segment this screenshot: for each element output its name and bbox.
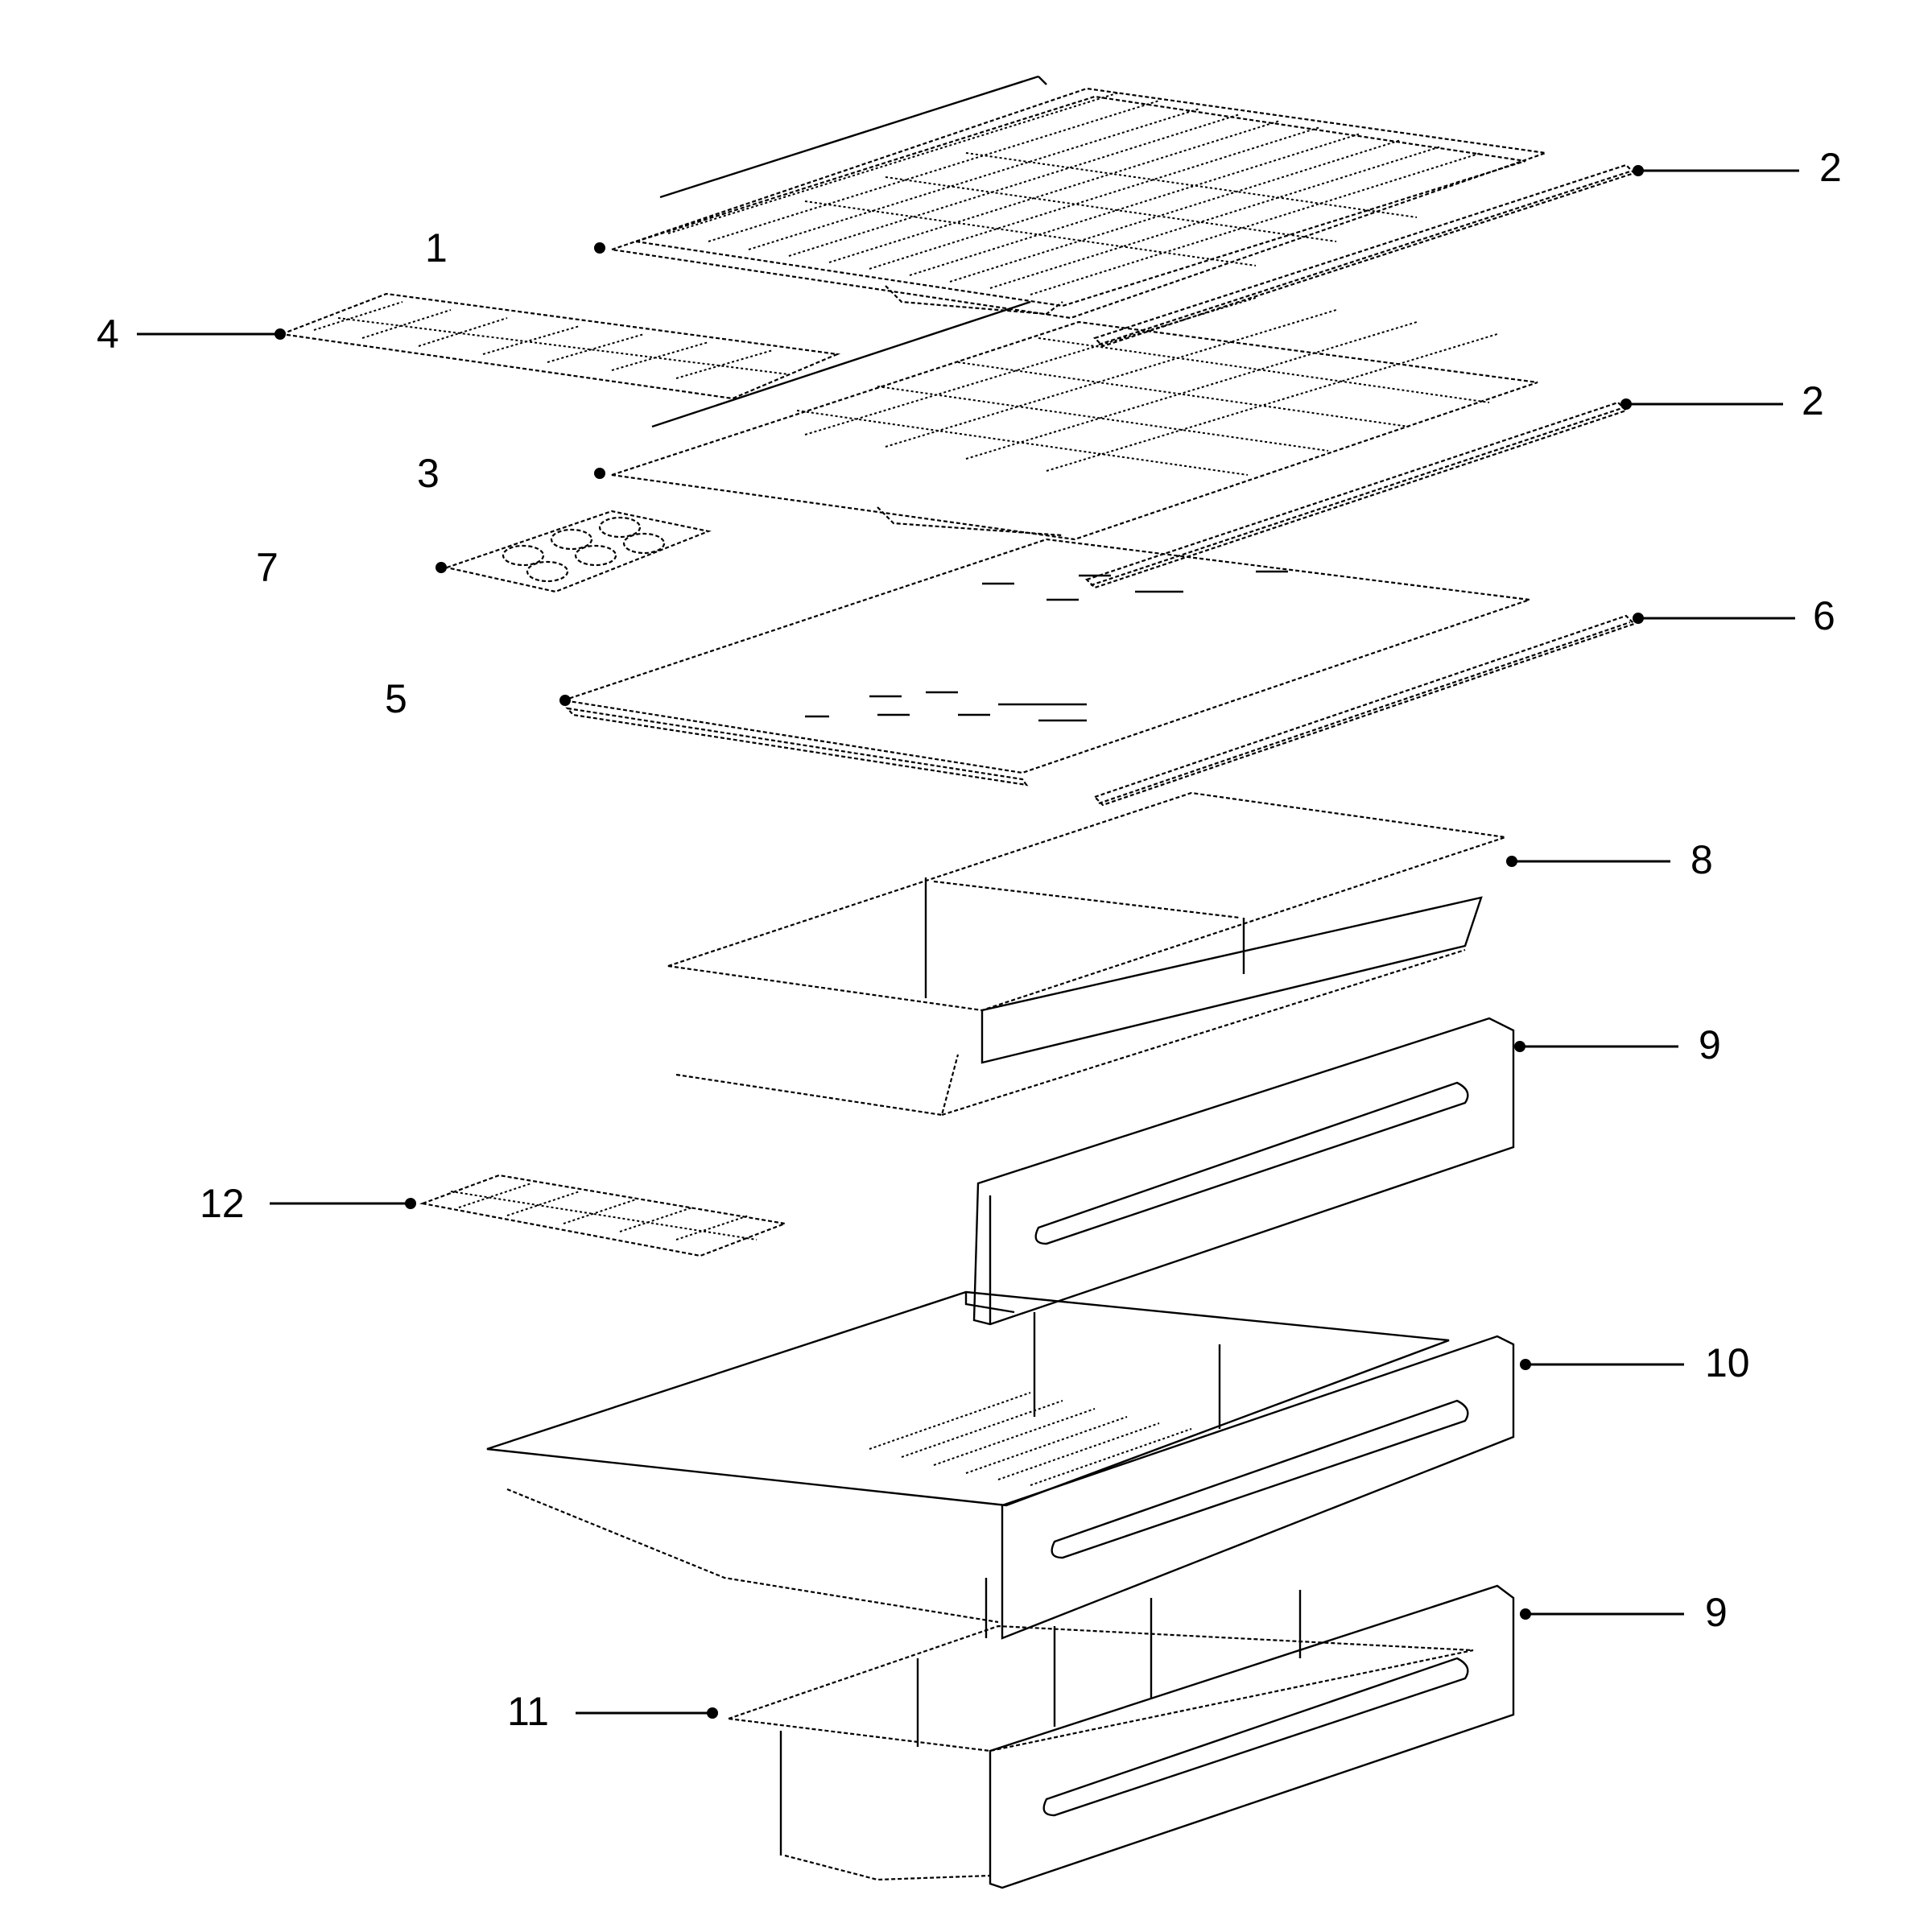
callout-3: 3 [417,451,605,496]
part-9-lower-drawer-front [989,1584,1515,1889]
callout-1-dot [594,242,605,254]
callout-9-lower: 9 [1520,1590,1728,1635]
callout-9-upper: 9 [1514,1022,1721,1067]
part-5-glass-shelf [563,538,1530,786]
part-2-lower-rail [1084,401,1629,589]
callout-1-number: 1 [425,225,448,270]
callout-6: 6 [1633,593,1835,638]
part-1-top-shelf [611,75,1546,320]
callout-1: 1 [425,225,605,270]
callout-10-number: 10 [1705,1340,1750,1385]
callout-9-lower-number: 9 [1705,1590,1728,1635]
callout-4-dot [275,328,286,340]
callout-7-number: 7 [256,545,279,590]
callout-8: 8 [1506,837,1713,882]
callout-12-dot [405,1198,416,1209]
part-8-crisper-drawer [667,791,1506,1117]
callout-11-number: 11 [507,1689,549,1734]
part-9-upper-drawer-front [972,1017,1515,1326]
callout-11: 11 [507,1689,718,1734]
part-4-small-tray [278,292,841,400]
part-10-main-drawer [486,1290,1515,1640]
callout-2-lower: 2 [1620,378,1824,423]
part-11-lower-bin [728,1590,1474,1881]
part-6-trim-rail [1092,614,1637,807]
callout-9-upper-number: 9 [1699,1022,1721,1067]
callout-11-dot [707,1707,718,1719]
callout-4-number: 4 [97,312,119,357]
callout-3-number: 3 [417,451,440,496]
callout-2-upper-number: 2 [1819,145,1842,190]
callout-3-dot [594,468,605,479]
callout-12-number: 12 [200,1181,245,1226]
callout-7-dot [436,562,447,573]
callout-2-lower-number: 2 [1802,378,1824,423]
callout-4: 4 [97,312,286,357]
callout-7: 7 [256,545,447,590]
callout-2-upper: 2 [1633,145,1842,190]
callout-5: 5 [385,676,571,721]
part-12-ice-tray [419,1174,789,1257]
part-7-egg-tray [443,510,712,593]
callout-8-number: 8 [1690,837,1713,882]
callout-10: 10 [1520,1340,1750,1385]
callout-12: 12 [200,1181,416,1226]
callout-5-number: 5 [385,676,407,721]
callout-5-dot [559,695,571,706]
part-2-upper-rail [1092,163,1637,348]
callout-6-number: 6 [1813,593,1835,638]
part-3-middle-shelf [611,297,1538,541]
